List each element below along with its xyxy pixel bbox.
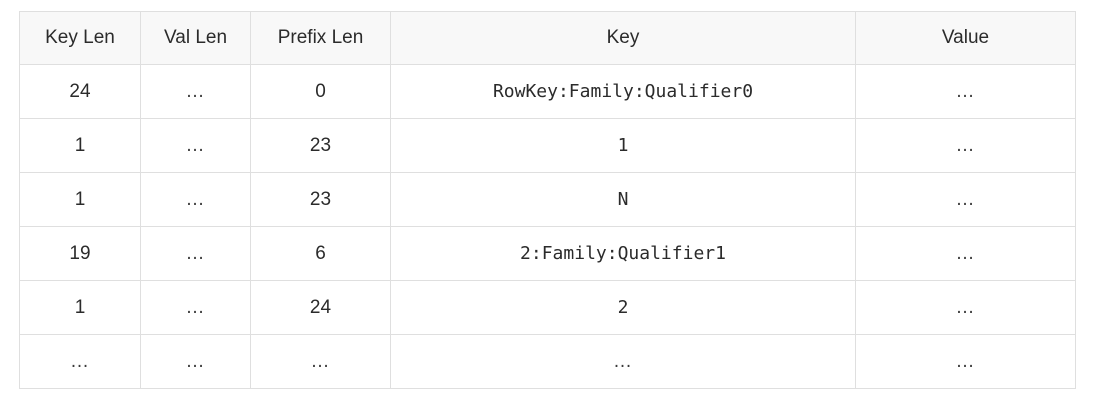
table-row: 1 … 23 1 …	[19, 118, 1076, 173]
table-row: 1 … 23 N …	[19, 172, 1076, 227]
cell-val-len: …	[140, 64, 251, 119]
table-header: Key Len Val Len Prefix Len Key Value	[19, 11, 1076, 65]
cell-value: …	[855, 64, 1076, 119]
key-value-encoding-table: Key Len Val Len Prefix Len Key Value 24 …	[19, 11, 1076, 389]
cell-val-len: …	[140, 226, 251, 281]
cell-val-len: …	[140, 172, 251, 227]
cell-prefix-len: 23	[250, 172, 391, 227]
table-row: 24 … 0 RowKey:Family:Qualifier0 …	[19, 64, 1076, 119]
cell-prefix-len: 23	[250, 118, 391, 173]
cell-key: 2:Family:Qualifier1	[390, 226, 856, 281]
cell-val-len: …	[140, 334, 251, 389]
cell-value: …	[855, 172, 1076, 227]
cell-key: 2	[390, 280, 856, 335]
table-row: 19 … 6 2:Family:Qualifier1 …	[19, 226, 1076, 281]
cell-value: …	[855, 280, 1076, 335]
cell-prefix-len: …	[250, 334, 391, 389]
cell-key-len: 1	[19, 280, 141, 335]
cell-value: …	[855, 226, 1076, 281]
cell-prefix-len: 6	[250, 226, 391, 281]
table-row: 1 … 24 2 …	[19, 280, 1076, 335]
cell-key-len: 24	[19, 64, 141, 119]
cell-key: …	[390, 334, 856, 389]
cell-key-len: 19	[19, 226, 141, 281]
cell-key-len: 1	[19, 118, 141, 173]
cell-prefix-len: 0	[250, 64, 391, 119]
cell-key-len: 1	[19, 172, 141, 227]
column-header-val-len: Val Len	[140, 11, 251, 65]
table-body: 24 … 0 RowKey:Family:Qualifier0 … 1 … 23…	[19, 64, 1076, 389]
cell-key: 1	[390, 118, 856, 173]
table-row: … … … … …	[19, 334, 1076, 389]
cell-val-len: …	[140, 118, 251, 173]
column-header-value: Value	[855, 11, 1076, 65]
column-header-prefix-len: Prefix Len	[250, 11, 391, 65]
column-header-key-len: Key Len	[19, 11, 141, 65]
cell-key-len: …	[19, 334, 141, 389]
cell-key: N	[390, 172, 856, 227]
cell-prefix-len: 24	[250, 280, 391, 335]
cell-key: RowKey:Family:Qualifier0	[390, 64, 856, 119]
table-container: Key Len Val Len Prefix Len Key Value 24 …	[19, 11, 1076, 389]
column-header-key: Key	[390, 11, 856, 65]
cell-val-len: …	[140, 280, 251, 335]
cell-value: …	[855, 118, 1076, 173]
table-header-row: Key Len Val Len Prefix Len Key Value	[19, 11, 1076, 65]
cell-value: …	[855, 334, 1076, 389]
